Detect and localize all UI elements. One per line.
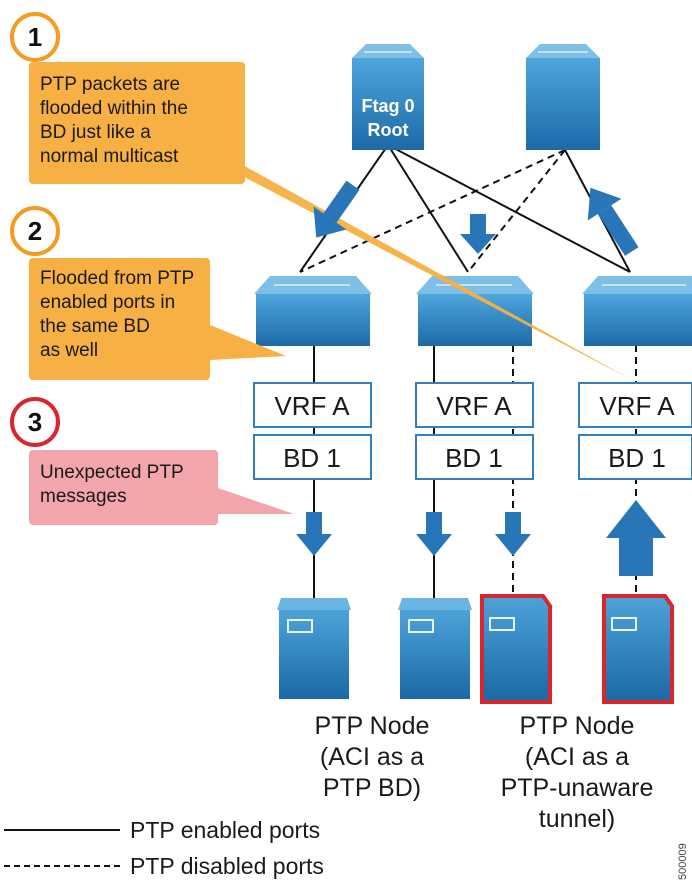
callout-1-line-4: normal multicast — [40, 146, 179, 167]
callout-2-line-2: enabled ports in — [40, 292, 175, 313]
leaf-boxes-2: VRF A BD 1 — [415, 382, 534, 480]
node-label-line-4: tunnel) — [539, 805, 615, 833]
callout-3-line-2: messages — [40, 486, 127, 507]
node-label-line-1: PTP Node — [315, 712, 430, 740]
host-2 — [398, 598, 472, 699]
arrow-up-large — [606, 500, 666, 576]
node-label-line-1: PTP Node — [520, 712, 635, 740]
vrf-label: VRF A — [436, 391, 512, 421]
step-2-badge — [10, 206, 60, 256]
leaf-switch-1 — [254, 276, 372, 346]
flow-arrows — [296, 180, 666, 576]
callout-3: Unexpected PTP messages 3 — [10, 397, 294, 525]
step-3-number: 3 — [28, 407, 42, 437]
spine-switch-2 — [526, 44, 600, 150]
arrow-up-left — [587, 187, 639, 256]
callout-1-line-3: BD just like a — [40, 122, 151, 143]
legend: PTP enabled ports PTP disabled ports — [4, 817, 324, 879]
step-1-badge — [10, 12, 60, 62]
leaf-boxes-3: VRF A BD 1 — [578, 382, 692, 480]
legend-solid-label: PTP enabled ports — [130, 817, 320, 843]
link-solid — [387, 144, 469, 273]
host-3-ptp-unaware — [480, 594, 552, 704]
link-solid — [387, 144, 631, 273]
spine-label-line-2: Root — [368, 120, 409, 140]
legend-dashed-label: PTP disabled ports — [130, 853, 324, 879]
arrow-down — [460, 214, 496, 254]
callout-2: Flooded from PTP enabled ports in the sa… — [10, 206, 286, 380]
leaf-switch-3 — [582, 276, 692, 346]
link-dashed — [467, 149, 566, 273]
bd-label: BD 1 — [283, 443, 341, 473]
callout-3-line-1: Unexpected PTP — [40, 462, 184, 483]
arrow-down — [416, 512, 452, 556]
callout-2-line-3: the same BD — [40, 316, 150, 337]
node-label-ptp-bd: PTP Node (ACI as a PTP BD) — [315, 712, 430, 802]
arrow-down — [296, 512, 332, 556]
spine-label-line-1: Ftag 0 — [361, 96, 414, 116]
callout-1-line-2: flooded within the — [40, 98, 188, 119]
bd-label: BD 1 — [608, 443, 666, 473]
arrow-down-left — [313, 180, 360, 238]
spine-switch-root: Ftag 0 Root — [352, 44, 424, 150]
leaf-switch-2 — [416, 276, 534, 346]
host-1 — [277, 598, 351, 699]
node-label-line-3: PTP-unaware — [501, 774, 654, 802]
step-2-number: 2 — [28, 216, 42, 246]
node-label-ptp-unaware: PTP Node (ACI as a PTP-unaware tunnel) — [501, 712, 654, 833]
step-1-number: 1 — [28, 22, 42, 52]
host-4-ptp-unaware — [602, 594, 674, 704]
vrf-label: VRF A — [274, 391, 350, 421]
arrow-down — [495, 512, 531, 556]
callout-2-line-1: Flooded from PTP — [40, 268, 194, 289]
vrf-label: VRF A — [599, 391, 675, 421]
leaf-boxes-1: VRF A BD 1 — [253, 382, 372, 480]
link-dashed — [299, 149, 566, 273]
figure-id: 500009 — [677, 843, 689, 880]
node-label-line-3: PTP BD) — [323, 774, 421, 802]
node-label-line-2: (ACI as a — [525, 743, 629, 771]
node-label-line-2: (ACI as a — [320, 743, 424, 771]
step-3-badge — [10, 397, 60, 447]
callout-1-line-1: PTP packets are — [40, 74, 180, 95]
spine-leaf-links — [299, 144, 631, 273]
callout-2-line-4: as well — [40, 340, 98, 361]
bd-label: BD 1 — [445, 443, 503, 473]
